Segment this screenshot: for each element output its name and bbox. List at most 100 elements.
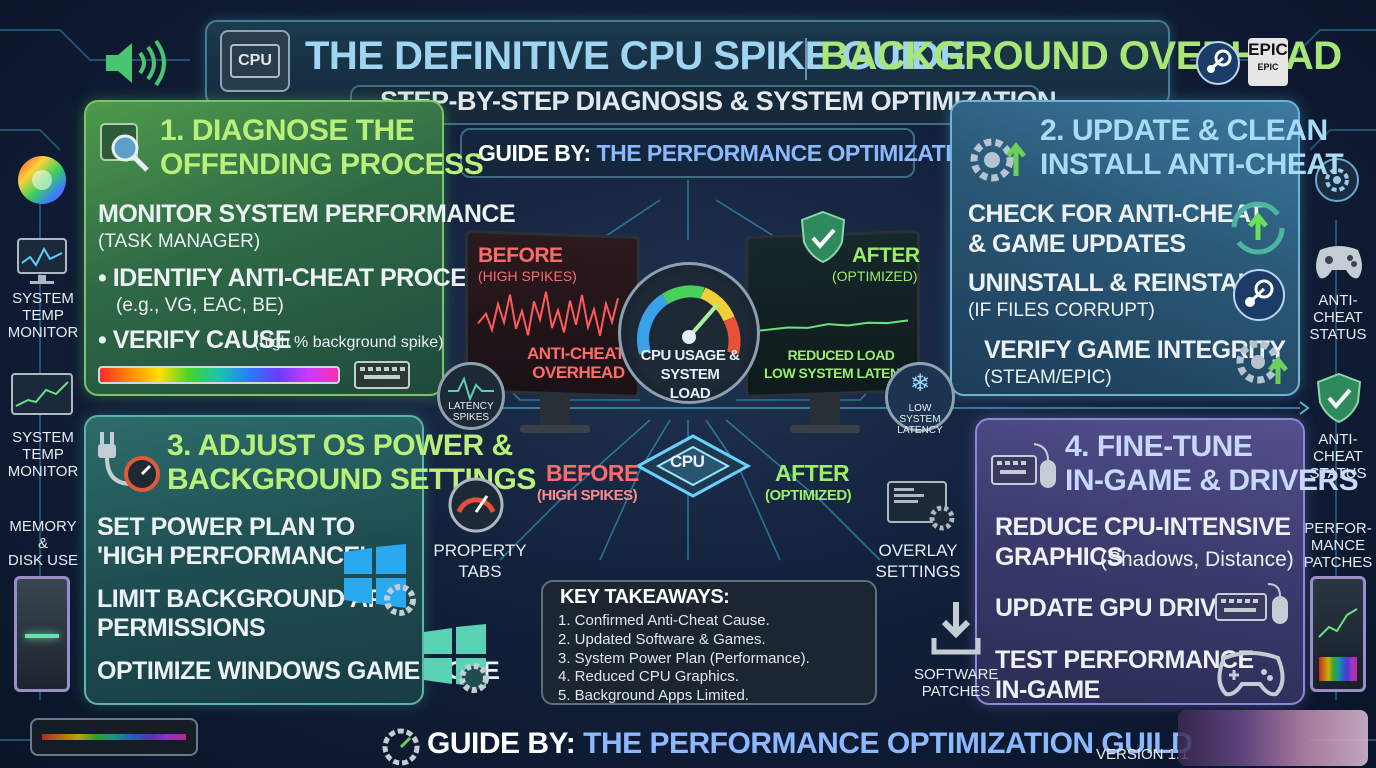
settings-gear-icon[interactable]	[1313, 156, 1361, 204]
sidebar-anticheat-status-1: ANTI- CHEAT STATUS	[1309, 292, 1367, 343]
after-sub-2: (OPTIMIZED)	[765, 487, 852, 504]
shield-check-center-icon	[800, 210, 846, 264]
temp-monitor-2-icon[interactable]	[10, 372, 74, 418]
performance-phone-icon	[1310, 576, 1366, 692]
takeaway-item: 2. Updated Software & Games.	[558, 631, 766, 648]
guide-banner	[460, 128, 915, 178]
usage-spectrum-bar	[98, 366, 340, 384]
panel-4-item-1-line1: REDUCE CPU-INTENSIVE	[995, 513, 1291, 541]
overlay-settings-icon[interactable]	[886, 480, 956, 532]
software-patches-label: SOFTWARE PATCHES	[914, 666, 999, 700]
title-divider	[805, 38, 807, 80]
monitor-before-label: BEFORE	[478, 244, 563, 267]
panel-1-title-line2: OFFENDING PROCESS	[160, 148, 484, 181]
panel-2-item-3-sub: (STEAM/EPIC)	[984, 367, 1112, 388]
refresh-update-icon[interactable]	[1230, 200, 1286, 256]
panel-4-item-1-line2: GRAPHICS	[995, 543, 1123, 571]
takeaway-item: 1. Confirmed Anti-Cheat Cause.	[558, 612, 770, 629]
takeaway-item: 3. System Power Plan (Performance).	[558, 650, 810, 667]
subtitle: STEP-BY-STEP DIAGNOSIS & SYSTEM OPTIMIZA…	[380, 86, 1064, 116]
panel-4-title-line2: IN-GAME & DRIVERS	[1065, 464, 1359, 497]
gauge-label: CPU USAGE & SYSTEM LOAD	[640, 347, 740, 402]
monitor-before	[465, 229, 640, 399]
panel-1-title-line1: 1. DIAGNOSE THE	[160, 114, 415, 147]
panel-3-item-2-line2: PERMISSIONS	[97, 614, 266, 642]
steam-reinstall-icon[interactable]	[1232, 268, 1286, 322]
panel-2-item-2: UNINSTALL & REINSTALL	[968, 269, 1268, 297]
gamepad-test-icon[interactable]	[1214, 648, 1288, 700]
steam-logo-icon[interactable]	[1195, 40, 1241, 86]
low-latency-label: LOW SYSTEM LATENCY	[897, 403, 943, 436]
panel-3-item-1-line2: 'HIGH PERFORMANCE'	[97, 542, 366, 570]
memory-module-icon	[14, 576, 70, 692]
panel-4-item-1-sub: (Shadows, Distance)	[1100, 548, 1294, 571]
anticheat-overhead-label: ANTI-CHEAT OVERHEAD	[527, 344, 625, 382]
keyboard-mouse-icon	[991, 443, 1056, 488]
windows-settings-icon[interactable]	[342, 544, 422, 616]
panel-1-item-1-sub: (TASK MANAGER)	[98, 231, 261, 252]
temp-monitor-icon[interactable]	[16, 237, 68, 287]
gamepad-icon[interactable]	[1312, 238, 1366, 284]
latency-spikes-label: LATENCY SPIKES	[448, 401, 494, 423]
monitor-after	[745, 229, 920, 399]
panel-3-title-line1: 3. ADJUST OS POWER &	[167, 429, 513, 462]
subtitle-banner	[350, 85, 1040, 125]
gear-verify-icon[interactable]	[1232, 334, 1288, 390]
cpu-chip-icon: CPU	[220, 30, 290, 92]
cpu-chip-center-label: CPU	[670, 452, 705, 471]
monitor-after-sub: (OPTIMIZED)	[832, 268, 918, 284]
panel-4-item-3-line2: IN-GAME	[995, 676, 1100, 704]
cpu-chip-label: CPU	[230, 44, 280, 78]
before-sub-2: (HIGH SPIKES)	[537, 487, 638, 504]
keyboard-mouse-icon-2[interactable]	[1214, 582, 1294, 628]
epic-logo-icon[interactable]: EPIC EPIC	[1248, 38, 1288, 86]
monitor-stand-right	[810, 395, 840, 425]
gear-update-icon	[970, 138, 1026, 182]
takeaway-item: 5. Background Apps Limited.	[558, 687, 749, 704]
title-main: THE DEFINITIVE CPU SPIKE GUIDE	[305, 34, 966, 78]
key-takeaways-title: KEY TAKEAWAYS:	[560, 586, 730, 608]
low-latency-badge: ❄ LOW SYSTEM LATENCY	[885, 362, 955, 436]
panel-1-item-3: • VERIFY CAUSE	[98, 326, 292, 354]
panel-diagnose	[84, 100, 444, 396]
panel-1-item-3-sub: (high % background spike)	[254, 334, 444, 351]
footer-guide-credit: GUIDE BY: THE PERFORMANCE OPTIMIZATION G…	[427, 727, 1193, 760]
stable-graph	[759, 319, 909, 332]
footer-gauge-icon	[382, 728, 420, 766]
panel-4-title-line1: 4. FINE-TUNE	[1065, 430, 1253, 463]
panel-2-item-1-line1: CHECK FOR ANTI-CHEAT	[968, 200, 1264, 228]
takeaway-item: 4. Reduced CPU Graphics.	[558, 668, 739, 685]
download-patch-icon[interactable]	[928, 598, 984, 656]
cpu-chip-center-icon	[634, 434, 752, 498]
latency-spikes-badge: LATENCY SPIKES	[437, 362, 505, 430]
monitor-before-sub: (HIGH SPIKES)	[478, 268, 577, 284]
sidebar-temp-monitor-1: SYSTEM TEMP MONITOR	[7, 290, 79, 341]
after-label-2: AFTER	[775, 460, 850, 486]
monitor-base-left	[520, 425, 590, 433]
panel-1-item-2-sub: (e.g., VG, EAC, BE)	[116, 295, 284, 316]
sidebar-memory-disk: MEMORY & DISK USE	[7, 518, 79, 569]
sidebar-anticheat-status-2: ANTI- CHEAT STATUS	[1309, 431, 1367, 482]
shield-check-icon[interactable]	[1316, 372, 1362, 424]
cpu-usage-gauge	[618, 262, 760, 404]
power-plug-gauge-icon	[98, 432, 160, 492]
color-wheel-icon[interactable]	[16, 154, 68, 206]
property-gauge-icon[interactable]	[447, 476, 505, 534]
footer-hardware-strip	[30, 718, 198, 756]
gauge-arc	[637, 285, 741, 355]
panel-2-item-3: VERIFY GAME INTEGRITY	[984, 336, 1286, 364]
snowflake-icon: ❄	[909, 370, 931, 397]
panel-3-item-1-line1: SET POWER PLAN TO	[97, 513, 355, 541]
sidebar-temp-monitor-2: SYSTEM TEMP MONITOR	[7, 429, 79, 480]
footer-art-logo	[1178, 710, 1368, 766]
speaker-icon[interactable]	[100, 38, 170, 88]
keyboard-icon	[354, 361, 410, 389]
panel-2-title-line2: INSTALL ANTI-CHEAT	[1040, 148, 1344, 181]
monitor-base-right	[790, 425, 860, 433]
panel-2-title-line1: 2. UPDATE & CLEAN	[1040, 114, 1328, 147]
monitor-after-label: AFTER	[852, 244, 920, 267]
panel-1-item-2: • IDENTIFY ANTI-CHEAT PROCESS	[98, 264, 499, 292]
monitor-stand-left	[540, 395, 570, 425]
windows-game-mode-icon[interactable]	[422, 624, 494, 694]
magnifier-chip-icon	[100, 123, 149, 172]
